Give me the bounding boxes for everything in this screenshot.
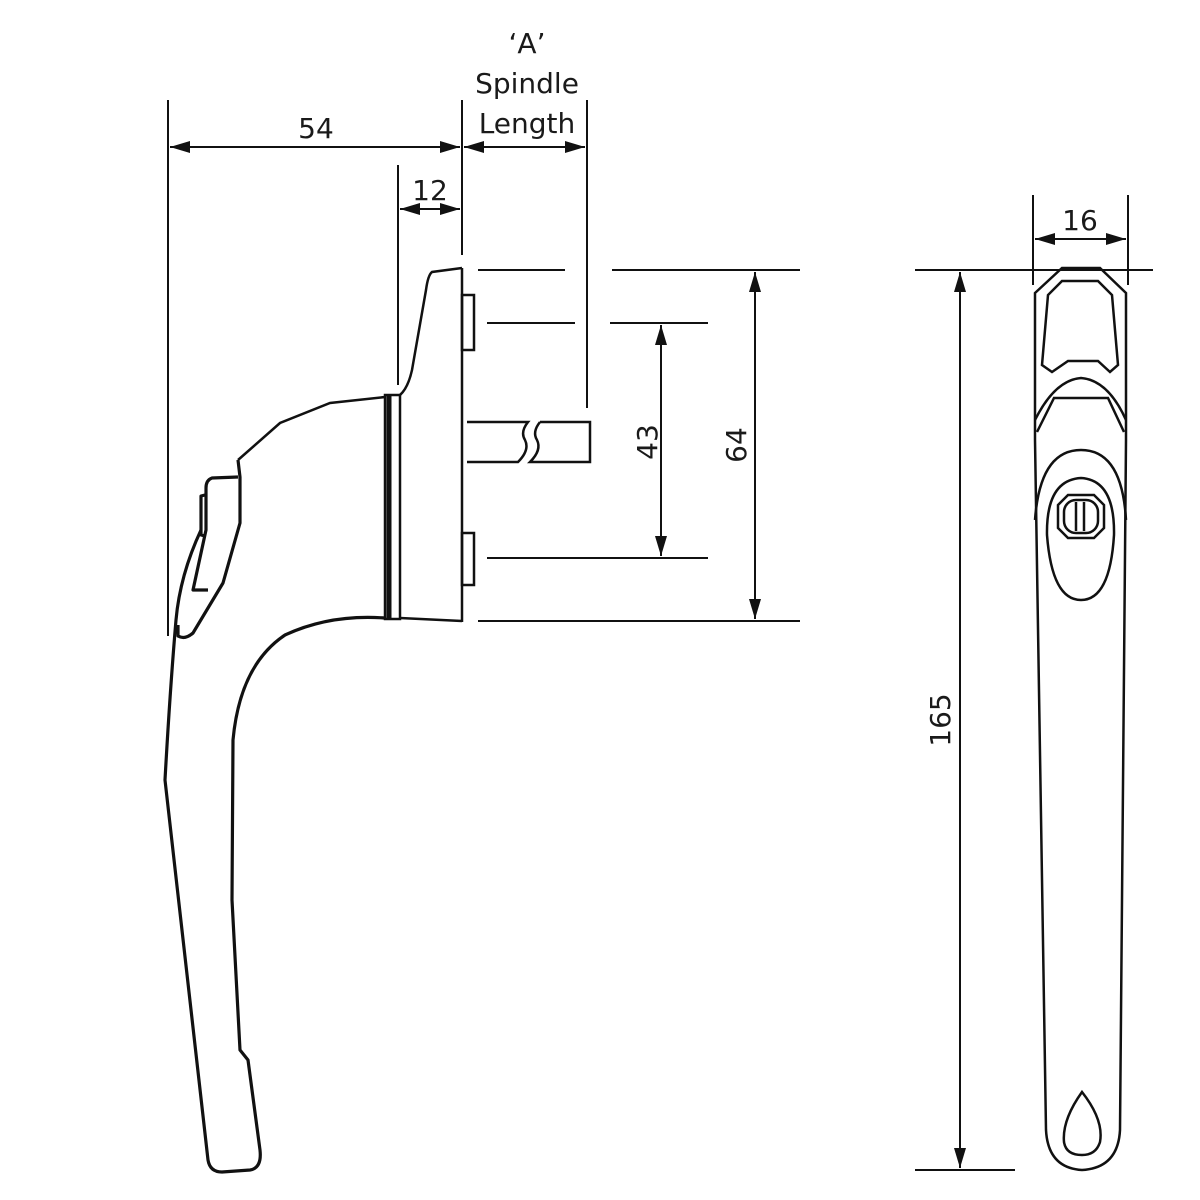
- spindle-label: Spindle: [475, 67, 579, 100]
- dimension-64-label: 64: [720, 427, 753, 463]
- fixing-bolt-bottom: [460, 531, 476, 587]
- dimension-12: 12: [397, 165, 460, 385]
- dimension-43-label: 43: [631, 424, 664, 460]
- handle-side-view: [163, 266, 592, 1174]
- dimension-16-label: 16: [1062, 204, 1098, 237]
- length-label: Length: [479, 107, 576, 140]
- dimension-43: 43: [631, 325, 667, 556]
- dimension-54: 54: [167, 100, 463, 636]
- dimension-12-label: 12: [412, 174, 448, 207]
- extension-lines: [478, 269, 800, 622]
- dimension-64: 64: [720, 272, 761, 619]
- key-lock-surround: [1045, 476, 1116, 602]
- teardrop-hole: [1062, 1089, 1102, 1157]
- dimension-165: 165: [915, 269, 1153, 1171]
- spindle: [467, 420, 592, 464]
- key-lock-icon: [1056, 493, 1106, 540]
- handle-front-view: [1033, 266, 1128, 1172]
- dimension-165-label: 165: [924, 693, 957, 746]
- dimension-16: 16: [1032, 195, 1129, 285]
- dimension-54-label: 54: [298, 112, 334, 145]
- spindle-quote-label: ‘A’: [509, 27, 546, 60]
- dimension-spindle-length: ‘A’ Spindle Length: [464, 27, 588, 408]
- fixing-bolt-top: [460, 293, 476, 352]
